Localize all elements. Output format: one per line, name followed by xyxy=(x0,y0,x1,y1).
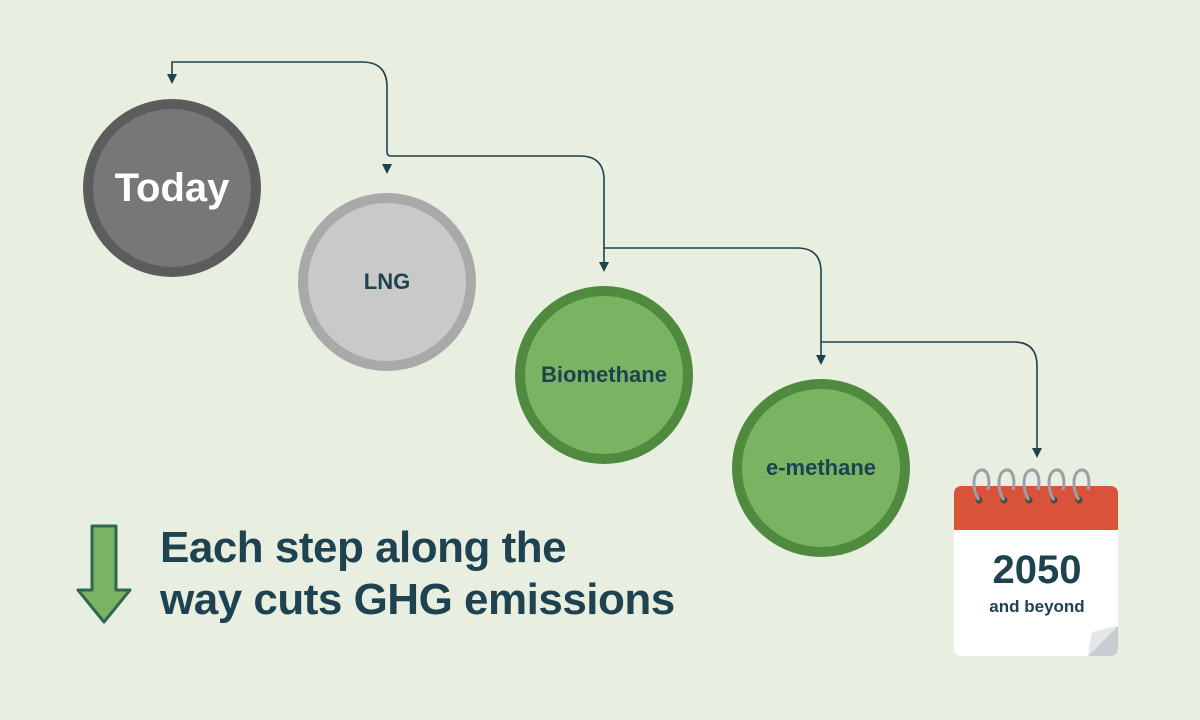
arrowhead-lng xyxy=(382,164,392,174)
step-lng-circle xyxy=(298,193,476,371)
down-arrow-icon xyxy=(76,524,132,624)
calendar-year: 2050 xyxy=(992,548,1082,592)
arrowhead-today xyxy=(167,74,177,84)
connector-loop-today xyxy=(171,61,388,152)
caption: Each step along the way cuts GHG emissio… xyxy=(160,522,780,626)
step-lng-label: LNG xyxy=(363,269,411,294)
connector-arrowheads xyxy=(167,74,1042,458)
arrowhead-biomethane xyxy=(599,262,609,272)
step-today-label: Today xyxy=(114,165,230,210)
arrowhead-emethane xyxy=(816,355,826,365)
step-biomethane-circle xyxy=(515,286,693,464)
step-biomethane-label: Biomethane xyxy=(541,362,667,387)
step-emethane-circle xyxy=(732,379,910,557)
connector-biomethane-to-emethane xyxy=(604,247,822,357)
calendar-subtitle: and beyond xyxy=(989,597,1085,616)
arrowhead-2050 xyxy=(1032,448,1042,458)
step-emethane-label: e-methane xyxy=(765,455,877,480)
connector-emethane-to-2050 xyxy=(821,341,1038,448)
caption-line-1: Each step along the xyxy=(160,523,567,572)
calendar-rings xyxy=(972,468,1091,504)
connector-lng-to-biomethane xyxy=(386,151,605,264)
caption-line-2: way cuts GHG emissions xyxy=(160,575,675,624)
connectors xyxy=(171,61,1038,448)
calendar-icon xyxy=(954,468,1118,656)
step-today-circle xyxy=(83,99,261,277)
